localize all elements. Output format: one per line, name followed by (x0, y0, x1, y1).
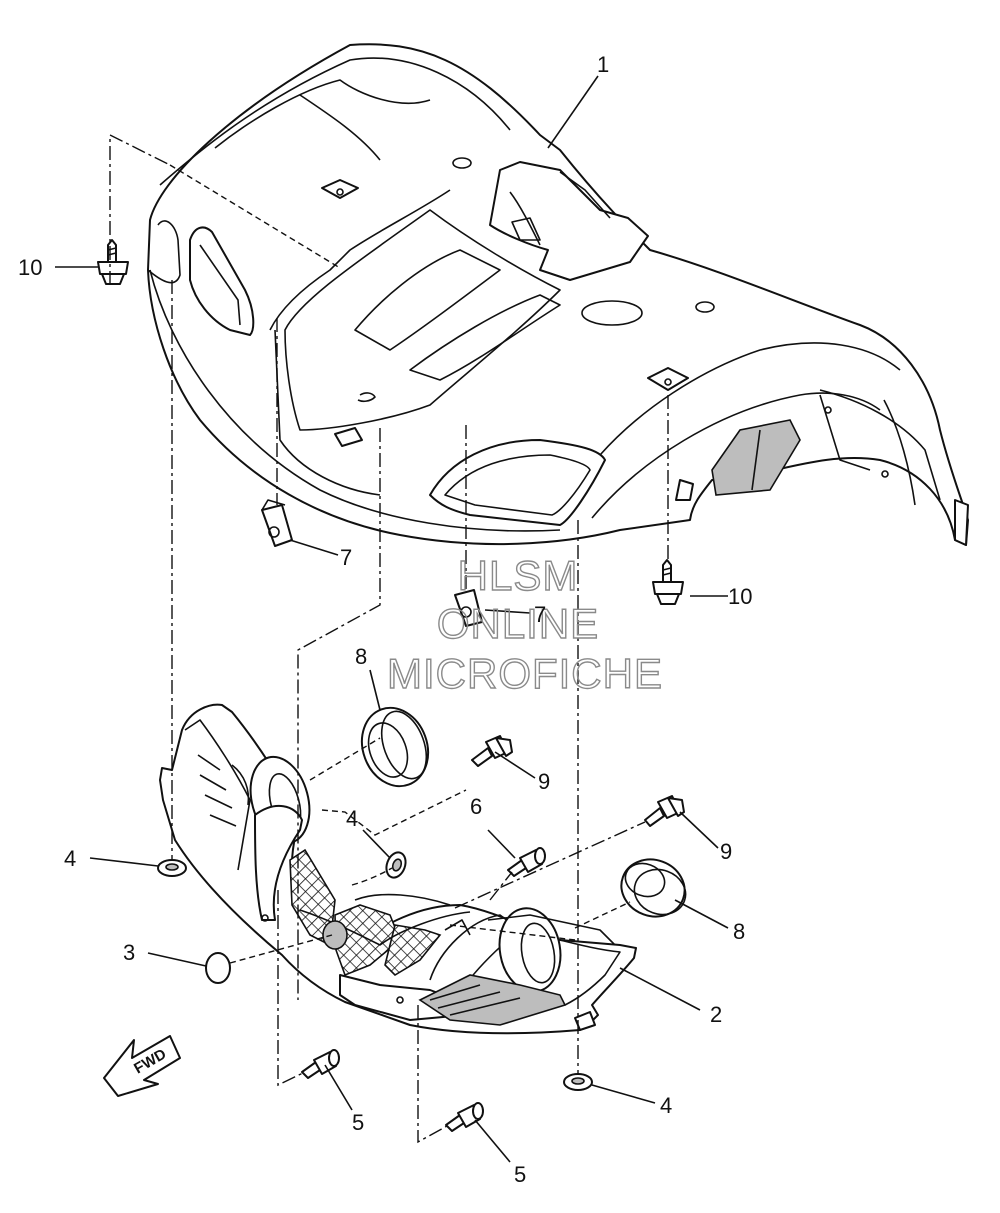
callout-4-right: 4 (660, 1093, 672, 1118)
callout-5-left: 5 (352, 1110, 364, 1135)
screw-10-upper (97, 239, 129, 285)
assembly-lines (109, 133, 669, 1144)
bolt-9-lower (644, 795, 685, 827)
callout-10-left: 10 (18, 255, 42, 280)
callout-1: 1 (597, 52, 609, 77)
grommet-8-upper (360, 706, 430, 788)
callout-8-lower: 8 (733, 919, 745, 944)
callout-5-right: 5 (514, 1162, 526, 1187)
watermark: HLSM ONLINE MICROFICHE (386, 551, 663, 697)
grommet-4-left (157, 859, 187, 877)
clip-5-left (301, 1049, 340, 1079)
front-bumper-grille (159, 703, 637, 1035)
callout-2: 2 (710, 1002, 722, 1027)
front-fender (147, 43, 969, 546)
leader-lines (55, 75, 729, 1163)
callout-4-left: 4 (64, 846, 76, 871)
watermark-line-3: MICROFICHE (387, 650, 663, 697)
callout-labels: 1 10 10 7 7 8 8 9 9 6 4 4 3 2 5 5 4 (18, 52, 752, 1187)
clip-6 (507, 847, 546, 877)
watermark-line-1: HLSM (458, 552, 579, 599)
grommet-4-right (563, 1073, 593, 1091)
grommet-8-lower (620, 858, 687, 918)
callout-10-right: 10 (728, 584, 752, 609)
clip-7-right (454, 589, 483, 627)
callout-7-left: 7 (340, 545, 352, 570)
callout-3: 3 (123, 940, 135, 965)
callout-9-lower: 9 (720, 839, 732, 864)
fwd-arrow-icon: FWD (103, 1035, 181, 1097)
callout-9-upper: 9 (538, 769, 550, 794)
watermark-line-2: ONLINE (437, 600, 599, 647)
callout-7-right: 7 (534, 602, 546, 627)
clip-5-right (445, 1102, 484, 1132)
callout-6: 6 (470, 794, 482, 819)
grommet-4-middle (385, 851, 407, 879)
callout-8-upper: 8 (355, 644, 367, 669)
bolt-9-upper (471, 735, 513, 767)
cap-3 (205, 920, 348, 984)
screw-10-lower (652, 559, 684, 605)
callout-4-middle: 4 (346, 806, 358, 831)
clip-7-left (261, 499, 293, 547)
